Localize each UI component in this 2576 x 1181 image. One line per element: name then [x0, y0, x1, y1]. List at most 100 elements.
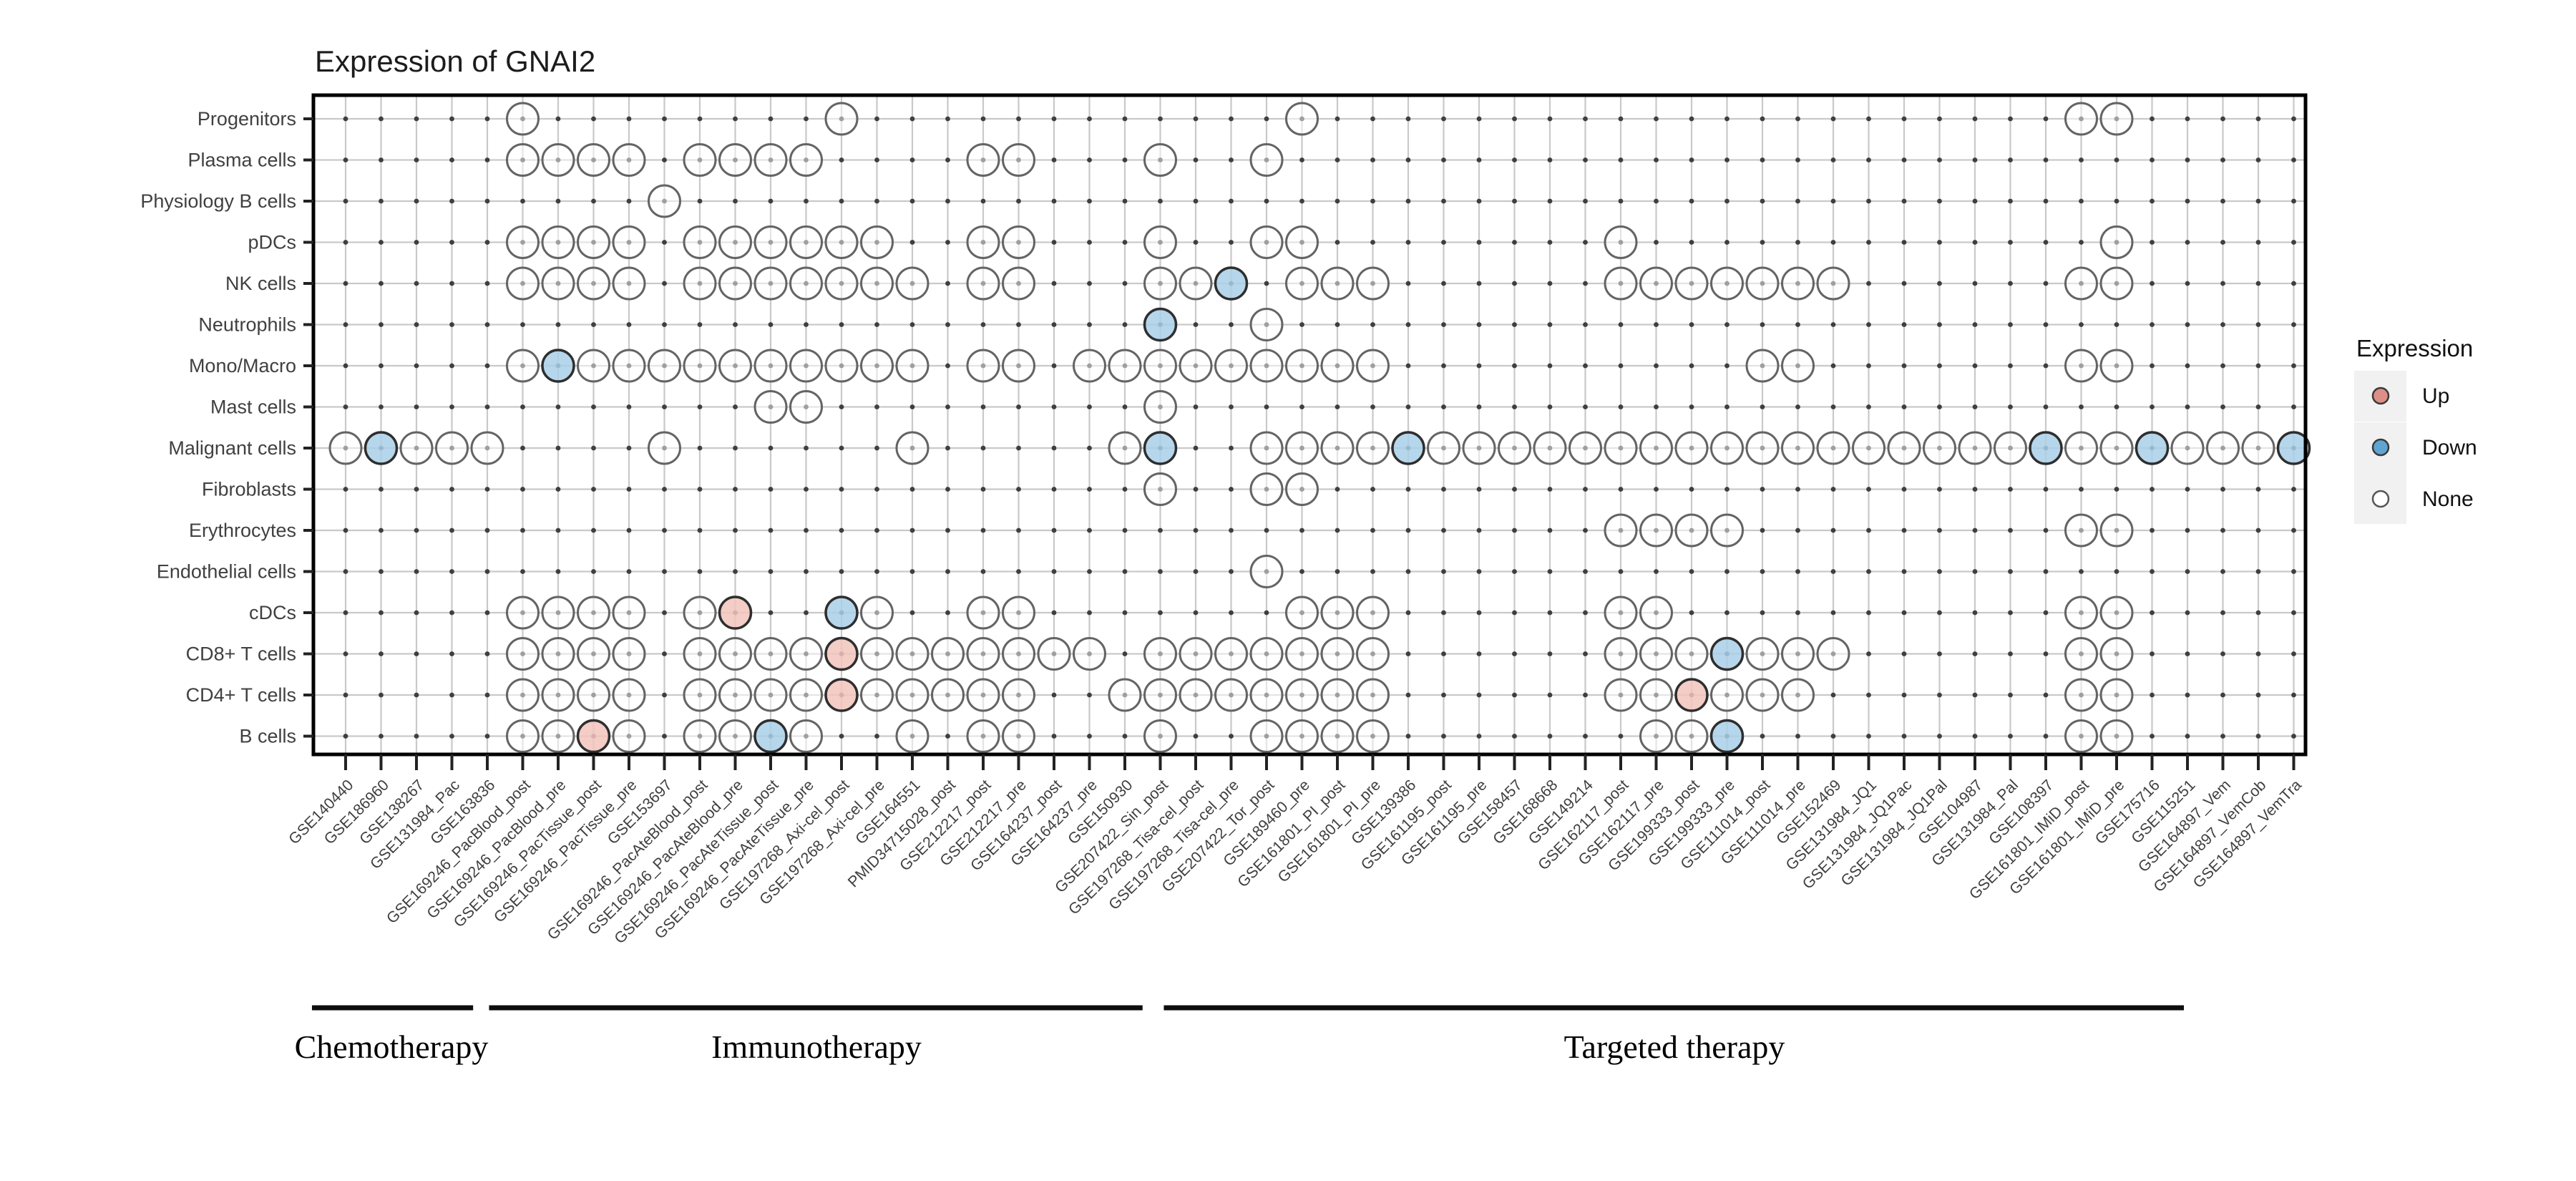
grid-intersection-dot	[2008, 281, 2013, 286]
grid-intersection-dot	[1512, 651, 1517, 656]
grid-intersection-dot	[1760, 116, 1765, 122]
grid-intersection-dot	[1583, 363, 1588, 369]
grid-intersection-dot	[2043, 198, 2049, 204]
grid-intersection-dot	[1405, 528, 1411, 533]
grid-intersection-dot	[484, 692, 490, 698]
expression-dot-none	[470, 431, 504, 465]
expression-dot-none	[506, 596, 540, 630]
grid-intersection-dot	[1229, 157, 1234, 162]
grid-intersection-dot	[1866, 734, 1871, 739]
expression-dot-none	[1320, 349, 1355, 383]
expression-dot-none	[1816, 266, 1850, 301]
grid-intersection-dot	[768, 610, 774, 616]
grid-intersection-dot	[2150, 734, 2155, 739]
grid-intersection-dot	[909, 528, 915, 533]
expression-dot-down	[1391, 431, 1425, 465]
grid-intersection-dot	[1689, 198, 1694, 204]
grid-intersection-dot	[343, 692, 348, 698]
grid-intersection-dot	[1016, 569, 1021, 574]
expression-dot-none	[1108, 678, 1142, 712]
grid-intersection-dot	[1583, 692, 1588, 698]
grid-intersection-dot	[484, 610, 490, 616]
grid-intersection-dot	[2043, 734, 2049, 739]
grid-intersection-dot	[484, 116, 490, 122]
grid-intersection-dot	[1937, 281, 1942, 286]
grid-intersection-dot	[1901, 528, 1907, 533]
grid-intersection-dot	[379, 157, 384, 162]
grid-intersection-dot	[1972, 651, 1978, 656]
grid-intersection-dot	[1441, 692, 1446, 698]
expression-dot-none	[1073, 349, 1106, 383]
grid-intersection-dot	[2079, 569, 2084, 574]
grid-intersection-dot	[1158, 116, 1163, 122]
grid-intersection-dot	[1158, 610, 1163, 616]
grid-intersection-dot	[591, 528, 596, 533]
grid-intersection-dot	[1122, 528, 1128, 533]
grid-intersection-dot	[1335, 404, 1340, 409]
grid-intersection-dot	[945, 569, 950, 574]
grid-intersection-dot	[2079, 198, 2084, 204]
grid-intersection-dot	[945, 198, 950, 204]
expression-dot-none	[789, 637, 823, 671]
grid-intersection-dot	[1547, 116, 1553, 122]
expression-dot-none	[895, 431, 930, 465]
grid-intersection-dot	[1441, 322, 1446, 327]
grid-intersection-dot	[1335, 116, 1340, 122]
grid-intersection-dot	[2220, 363, 2225, 369]
grid-intersection-dot	[768, 445, 774, 451]
expression-dot-none	[1143, 390, 1177, 424]
y-axis-label: Neutrophils	[198, 314, 296, 336]
grid-intersection-dot	[1051, 404, 1057, 409]
expression-dot-none	[1320, 431, 1355, 465]
grid-intersection-dot	[1051, 528, 1057, 533]
grid-intersection-dot	[1972, 198, 1978, 204]
expression-dot-none	[824, 349, 859, 383]
grid-intersection-dot	[1901, 651, 1907, 656]
expression-dot-none	[541, 225, 575, 259]
grid-intersection-dot	[662, 734, 667, 739]
grid-intersection-dot	[2255, 692, 2261, 698]
grid-intersection-dot	[1972, 240, 1978, 245]
expression-dot-none	[2099, 431, 2134, 465]
expression-dot-none	[1285, 678, 1319, 712]
grid-intersection-dot	[1724, 240, 1729, 245]
grid-intersection-dot	[414, 734, 419, 739]
grid-intersection-dot	[980, 528, 986, 533]
grid-intersection-dot	[1193, 322, 1199, 327]
grid-intersection-dot	[1830, 692, 1836, 698]
grid-intersection-dot	[1795, 569, 1800, 574]
legend-dot-none	[2371, 490, 2390, 508]
grid-intersection-dot	[343, 240, 348, 245]
grid-intersection-dot	[343, 528, 348, 533]
grid-intersection-dot	[1866, 487, 1871, 492]
grid-intersection-dot	[1193, 445, 1199, 451]
grid-intersection-dot	[1335, 487, 1340, 492]
grid-intersection-dot	[2185, 569, 2190, 574]
expression-dot-none	[2064, 719, 2098, 753]
grid-intersection-dot	[484, 281, 490, 286]
grid-intersection-dot	[1547, 734, 1553, 739]
grid-intersection-dot	[414, 363, 419, 369]
expression-dot-none	[824, 225, 859, 259]
grid-intersection-dot	[1476, 240, 1482, 245]
grid-intersection-dot	[449, 610, 454, 616]
grid-intersection-dot	[414, 692, 419, 698]
grid-intersection-dot	[2114, 487, 2119, 492]
grid-intersection-dot	[1051, 363, 1057, 369]
expression-dot-none	[1285, 637, 1319, 671]
grid-intersection-dot	[2255, 487, 2261, 492]
expression-dot-up	[718, 596, 753, 630]
legend: Expression Up Down None	[2354, 335, 2477, 524]
expression-dot-none	[1179, 678, 1213, 712]
grid-intersection-dot	[2008, 692, 2013, 698]
grid-intersection-dot	[591, 322, 596, 327]
grid-intersection-dot	[1476, 610, 1482, 616]
expression-dot-up	[824, 678, 859, 712]
grid-intersection-dot	[1229, 240, 1234, 245]
grid-intersection-dot	[1583, 487, 1588, 492]
grid-intersection-dot	[839, 445, 844, 451]
expression-dot-none	[860, 266, 894, 301]
grid-intersection-dot	[804, 569, 809, 574]
grid-intersection-dot	[909, 487, 915, 492]
expression-dot-none	[1285, 266, 1319, 301]
